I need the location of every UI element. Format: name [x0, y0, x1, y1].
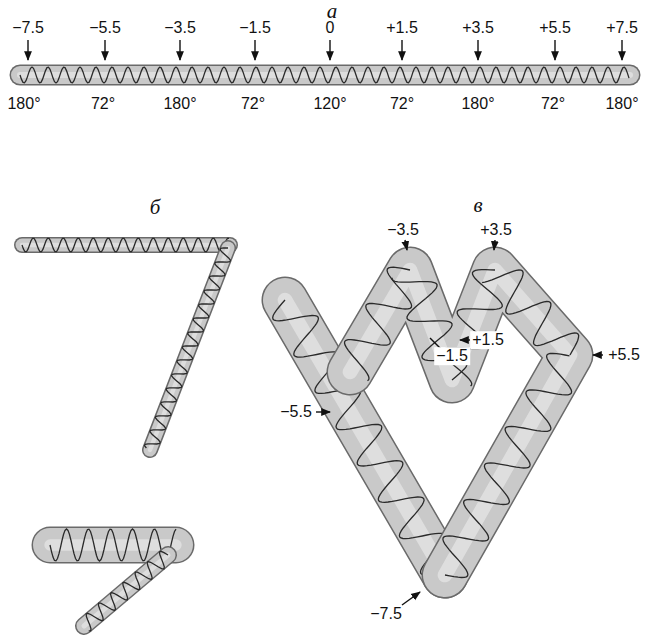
callout-number: +3.5: [462, 19, 494, 37]
callout-number: +7.5: [606, 19, 638, 37]
callout-number: +1.5: [386, 19, 418, 37]
rod-body: [150, 248, 228, 450]
callout-number: −7.5: [370, 605, 402, 623]
callout-number: −1.5: [434, 347, 470, 365]
angle-value: 72°: [91, 95, 115, 113]
helix-line: [443, 353, 572, 577]
callout-number: +1.5: [470, 331, 506, 349]
rod-body: [350, 270, 570, 575]
rod-body: [150, 248, 228, 450]
callout-number: −7.5: [12, 19, 44, 37]
callout-number: 0: [326, 19, 335, 37]
angle-value: 180°: [163, 95, 196, 113]
panel-letter: б: [150, 196, 161, 219]
helix-line: [345, 267, 412, 381]
rod-body: [50, 539, 176, 550]
rod-body: [350, 270, 570, 575]
callout-number: +5.5: [539, 19, 571, 37]
angle-value: 72°: [390, 95, 414, 113]
rod-body: [350, 270, 570, 575]
angle-value: 72°: [241, 95, 265, 113]
rod-body: [20, 66, 630, 84]
callout-number: −5.5: [89, 19, 121, 37]
rod-body: [150, 248, 228, 450]
leader-arrows: [28, 40, 622, 605]
angle-value: 180°: [461, 95, 494, 113]
rod-body: [22, 237, 230, 253]
rod-body: [20, 65, 630, 86]
helix-line: [145, 248, 231, 448]
helix-line: [86, 551, 168, 631]
angle-value: 180°: [605, 95, 638, 113]
angle-value: 72°: [541, 95, 565, 113]
helix-rods: [20, 67, 630, 631]
helix-line: [20, 67, 629, 83]
angle-value: 120°: [313, 95, 346, 113]
callout-number: −5.5: [280, 403, 312, 421]
callout-number: −3.5: [387, 221, 419, 239]
callout-number: +5.5: [608, 346, 640, 364]
helix-line: [22, 238, 229, 251]
panel-letter: в: [473, 194, 482, 217]
callout-number: +3.5: [480, 221, 512, 239]
rod-body: [22, 239, 230, 252]
angle-value: 180°: [7, 95, 40, 113]
callout-number: −3.5: [164, 19, 196, 37]
callout-number: −1.5: [239, 19, 271, 37]
